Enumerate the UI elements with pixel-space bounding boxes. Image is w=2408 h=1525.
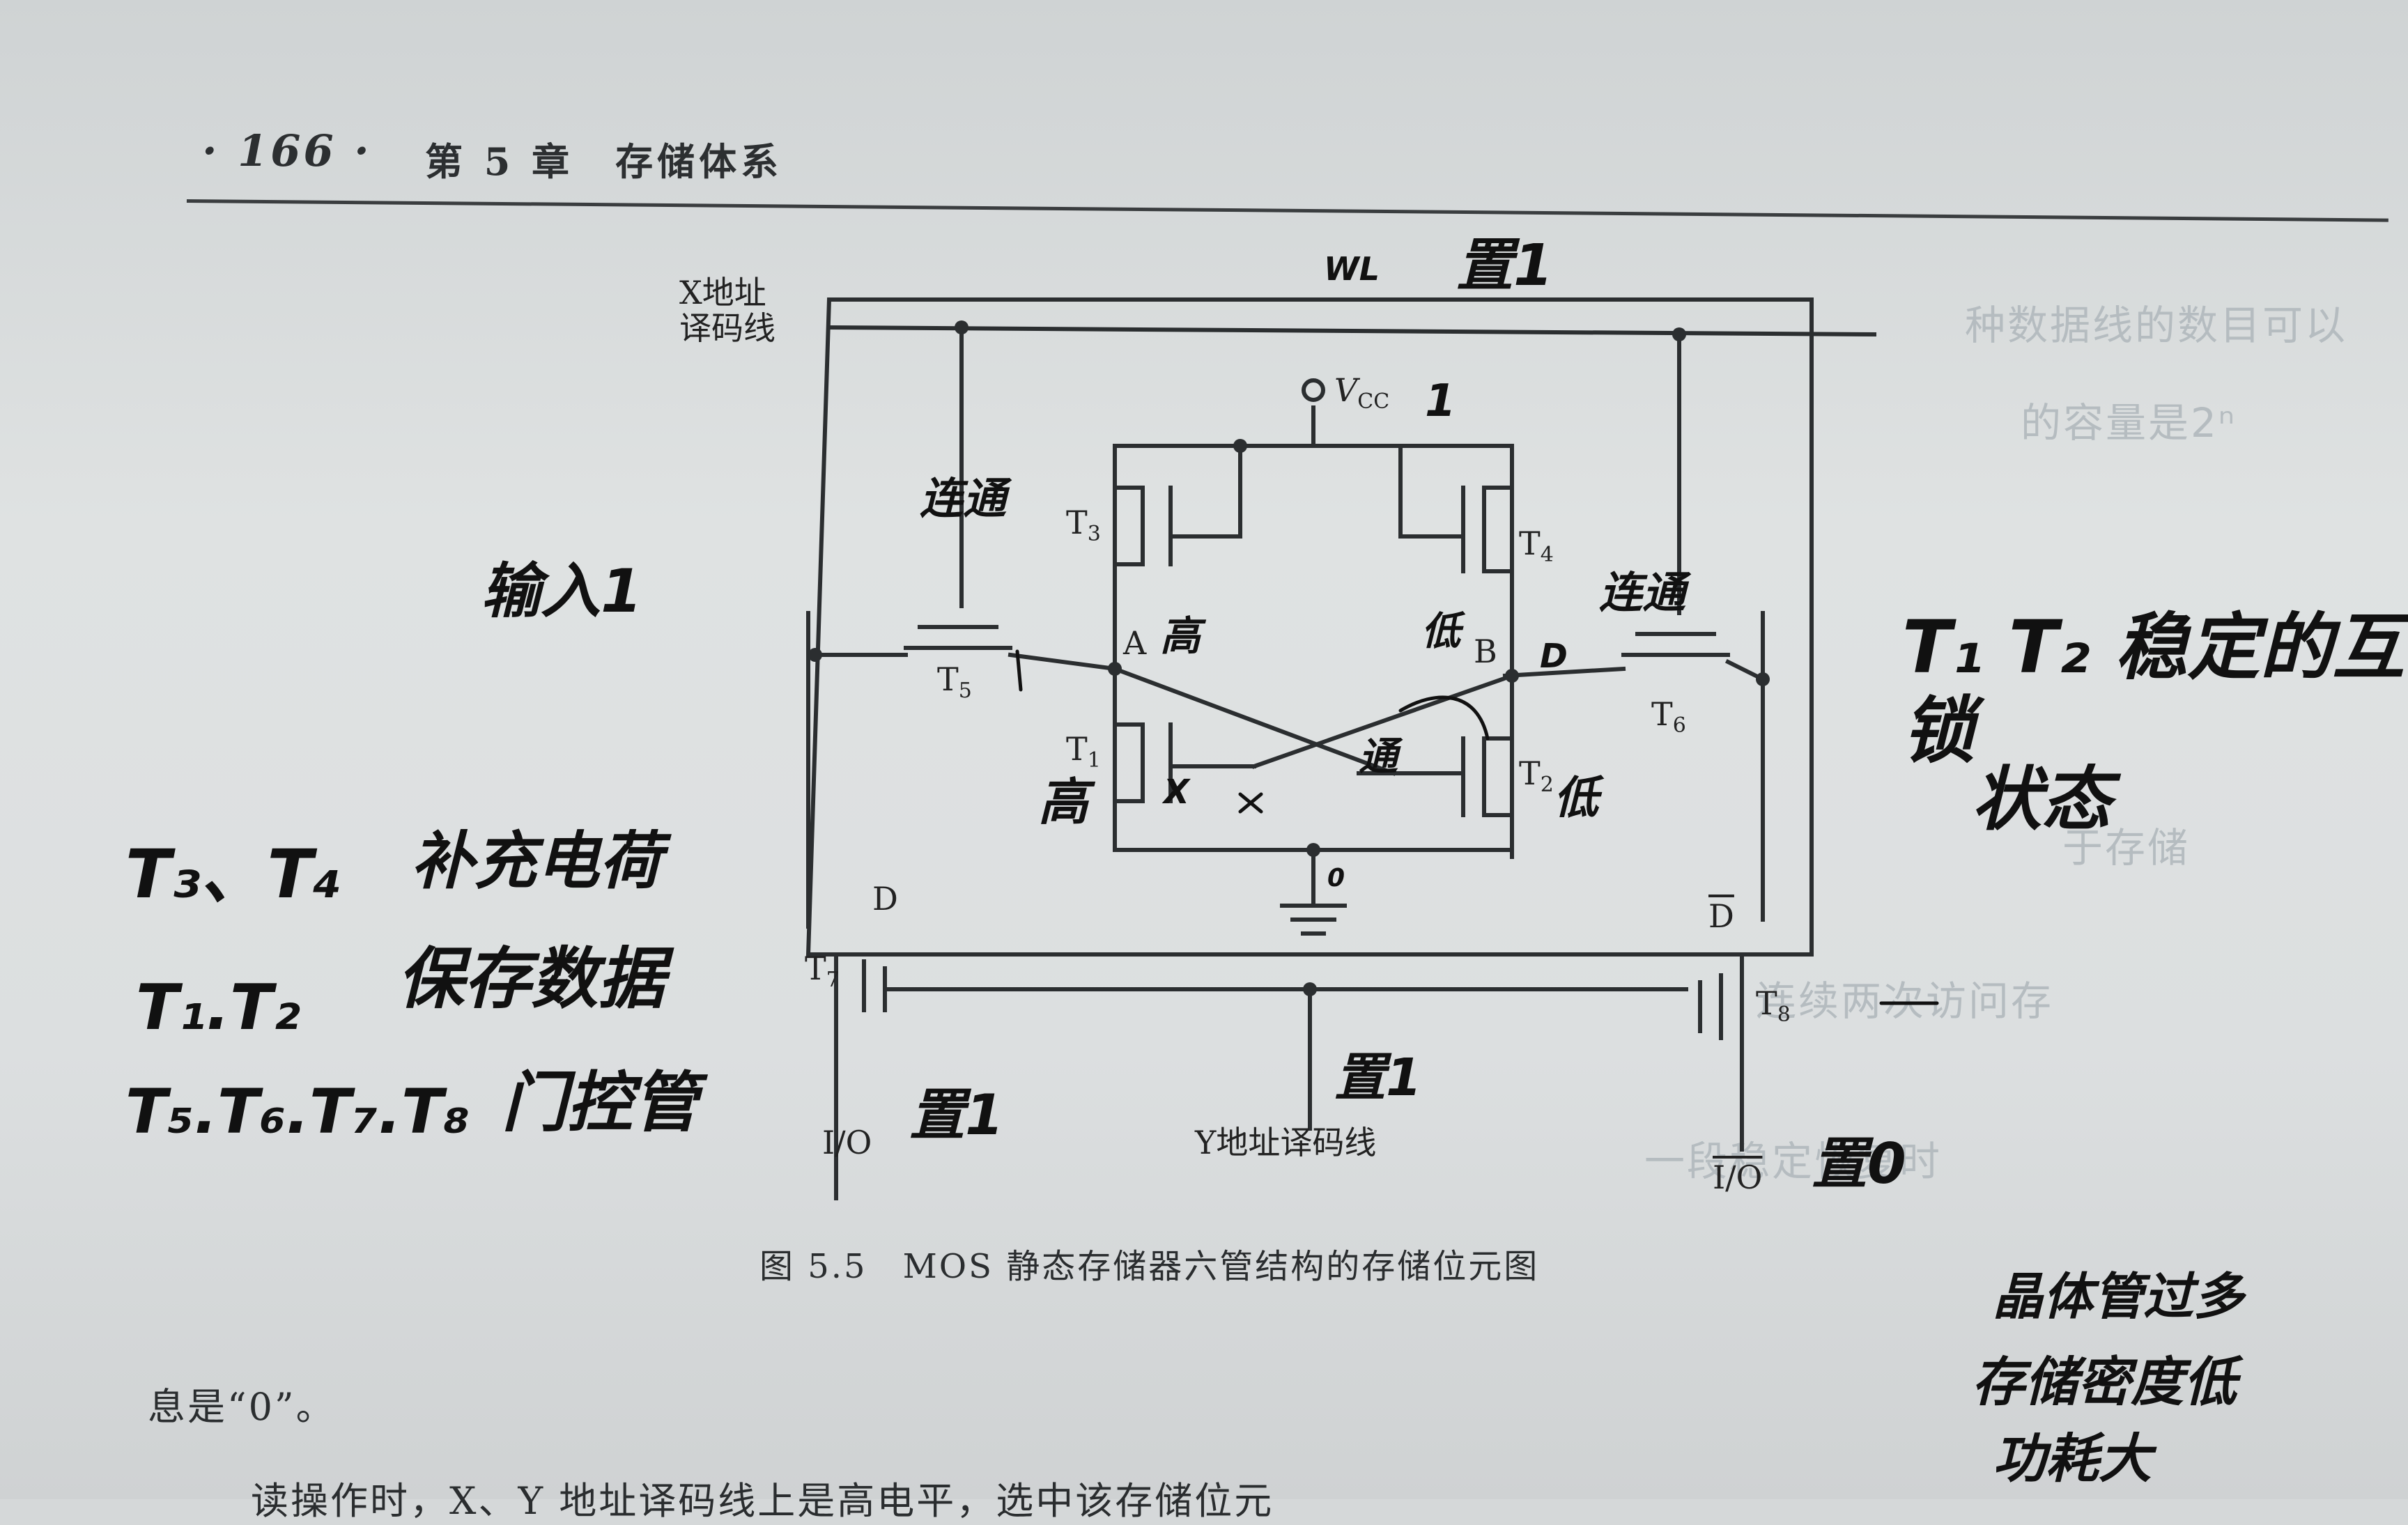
t7-label: T7 bbox=[805, 950, 840, 993]
right-note-2: 状态 bbox=[1972, 759, 2111, 840]
input-note: 输入1 bbox=[481, 557, 642, 626]
t3-label: T3 bbox=[1066, 504, 1101, 547]
t5-label: T5 bbox=[937, 660, 972, 704]
t8-label: T8 bbox=[1756, 984, 1791, 1028]
vcc-label: VCC bbox=[1334, 371, 1390, 415]
ground-note: 0 bbox=[1327, 864, 1345, 892]
outer-frame bbox=[805, 297, 1814, 957]
bleed-through-text: 于存储 bbox=[2062, 824, 2191, 872]
t1-high-note: 高 bbox=[1038, 773, 1089, 831]
x-mark-note: X bbox=[1164, 773, 1190, 812]
t6-conduct-note: 连通 bbox=[1599, 567, 1686, 618]
t5-conduct-note: 连通 bbox=[920, 473, 1007, 524]
wl-set-note: 置1 bbox=[1456, 233, 1554, 299]
bottom-note-1: 晶体管过多 bbox=[1993, 1267, 2244, 1326]
a-high-note: 高 bbox=[1160, 612, 1201, 660]
vcc-note: 1 bbox=[1425, 376, 1456, 427]
b-low-note: 低 bbox=[1421, 609, 1460, 654]
t1-label: T1 bbox=[1066, 730, 1101, 773]
t6-label: T6 bbox=[1651, 695, 1686, 738]
io-bar-set-note: 置0 bbox=[1812, 1131, 1906, 1196]
bottom-note-2: 存储密度低 bbox=[1972, 1351, 2237, 1413]
figure-caption: 图 5.5 MOS 静态存储器六管结构的存储位元图 bbox=[759, 1247, 1540, 1286]
left-note-3-val: 门控管 bbox=[502, 1065, 699, 1141]
t2-low-note: 低 bbox=[1554, 773, 1598, 824]
x-decoder-line bbox=[826, 325, 1877, 337]
left-note-2-key: T₁.T₂ bbox=[136, 971, 300, 1044]
left-note-1-key: T₃、T₄ bbox=[125, 835, 343, 913]
bleed-through-text: 种数据线的数目可以 bbox=[1965, 302, 2348, 349]
chapter-title: 第 5 章 存储体系 bbox=[425, 139, 783, 184]
data-d-bar-label: D bbox=[1708, 897, 1734, 935]
left-note-1-val: 补充电荷 bbox=[411, 825, 662, 898]
bleed-through-text: 一段稳定恢复时 bbox=[1644, 1138, 1943, 1185]
t2-conduct-note: 通 bbox=[1359, 734, 1398, 780]
y-set-note: 置1 bbox=[1334, 1048, 1422, 1108]
bleed-through-text: 连续两次访问存 bbox=[1756, 977, 2054, 1025]
bottom-note-3: 功耗大 bbox=[1993, 1427, 2152, 1489]
page-number: · 166 · bbox=[202, 125, 372, 176]
d-mark-note: D bbox=[1540, 637, 1568, 676]
left-note-2-val: 保存数据 bbox=[397, 940, 665, 1018]
io-label: I/O bbox=[822, 1124, 872, 1161]
body-text-line: 读操作时，X、Y 地址译码线上是高电平，选中该存储位元 bbox=[251, 1479, 1274, 1523]
x-decoder-label: X地址 译码线 bbox=[679, 274, 775, 347]
io-bar-label: I/O bbox=[1713, 1159, 1763, 1196]
node-a-label: A bbox=[1123, 624, 1147, 662]
bleed-through-text: 的容量是2ⁿ bbox=[2021, 399, 2237, 447]
right-note-1: T₁ T₂ 稳定的互锁 bbox=[1902, 605, 2405, 773]
node-b-label: B bbox=[1474, 633, 1497, 670]
wl-note: WL bbox=[1324, 250, 1380, 288]
left-note-3-key: T₅.T₆.T₇.T₈ bbox=[125, 1076, 470, 1147]
y-decoder-label: Y地址译码线 bbox=[1195, 1124, 1377, 1161]
t2-label: T2 bbox=[1519, 754, 1554, 798]
data-d-label: D bbox=[872, 880, 898, 918]
io-set-note: 置1 bbox=[909, 1083, 1004, 1147]
t4-label: T4 bbox=[1519, 525, 1554, 568]
body-text-line: 息是“0”。 bbox=[148, 1385, 336, 1429]
